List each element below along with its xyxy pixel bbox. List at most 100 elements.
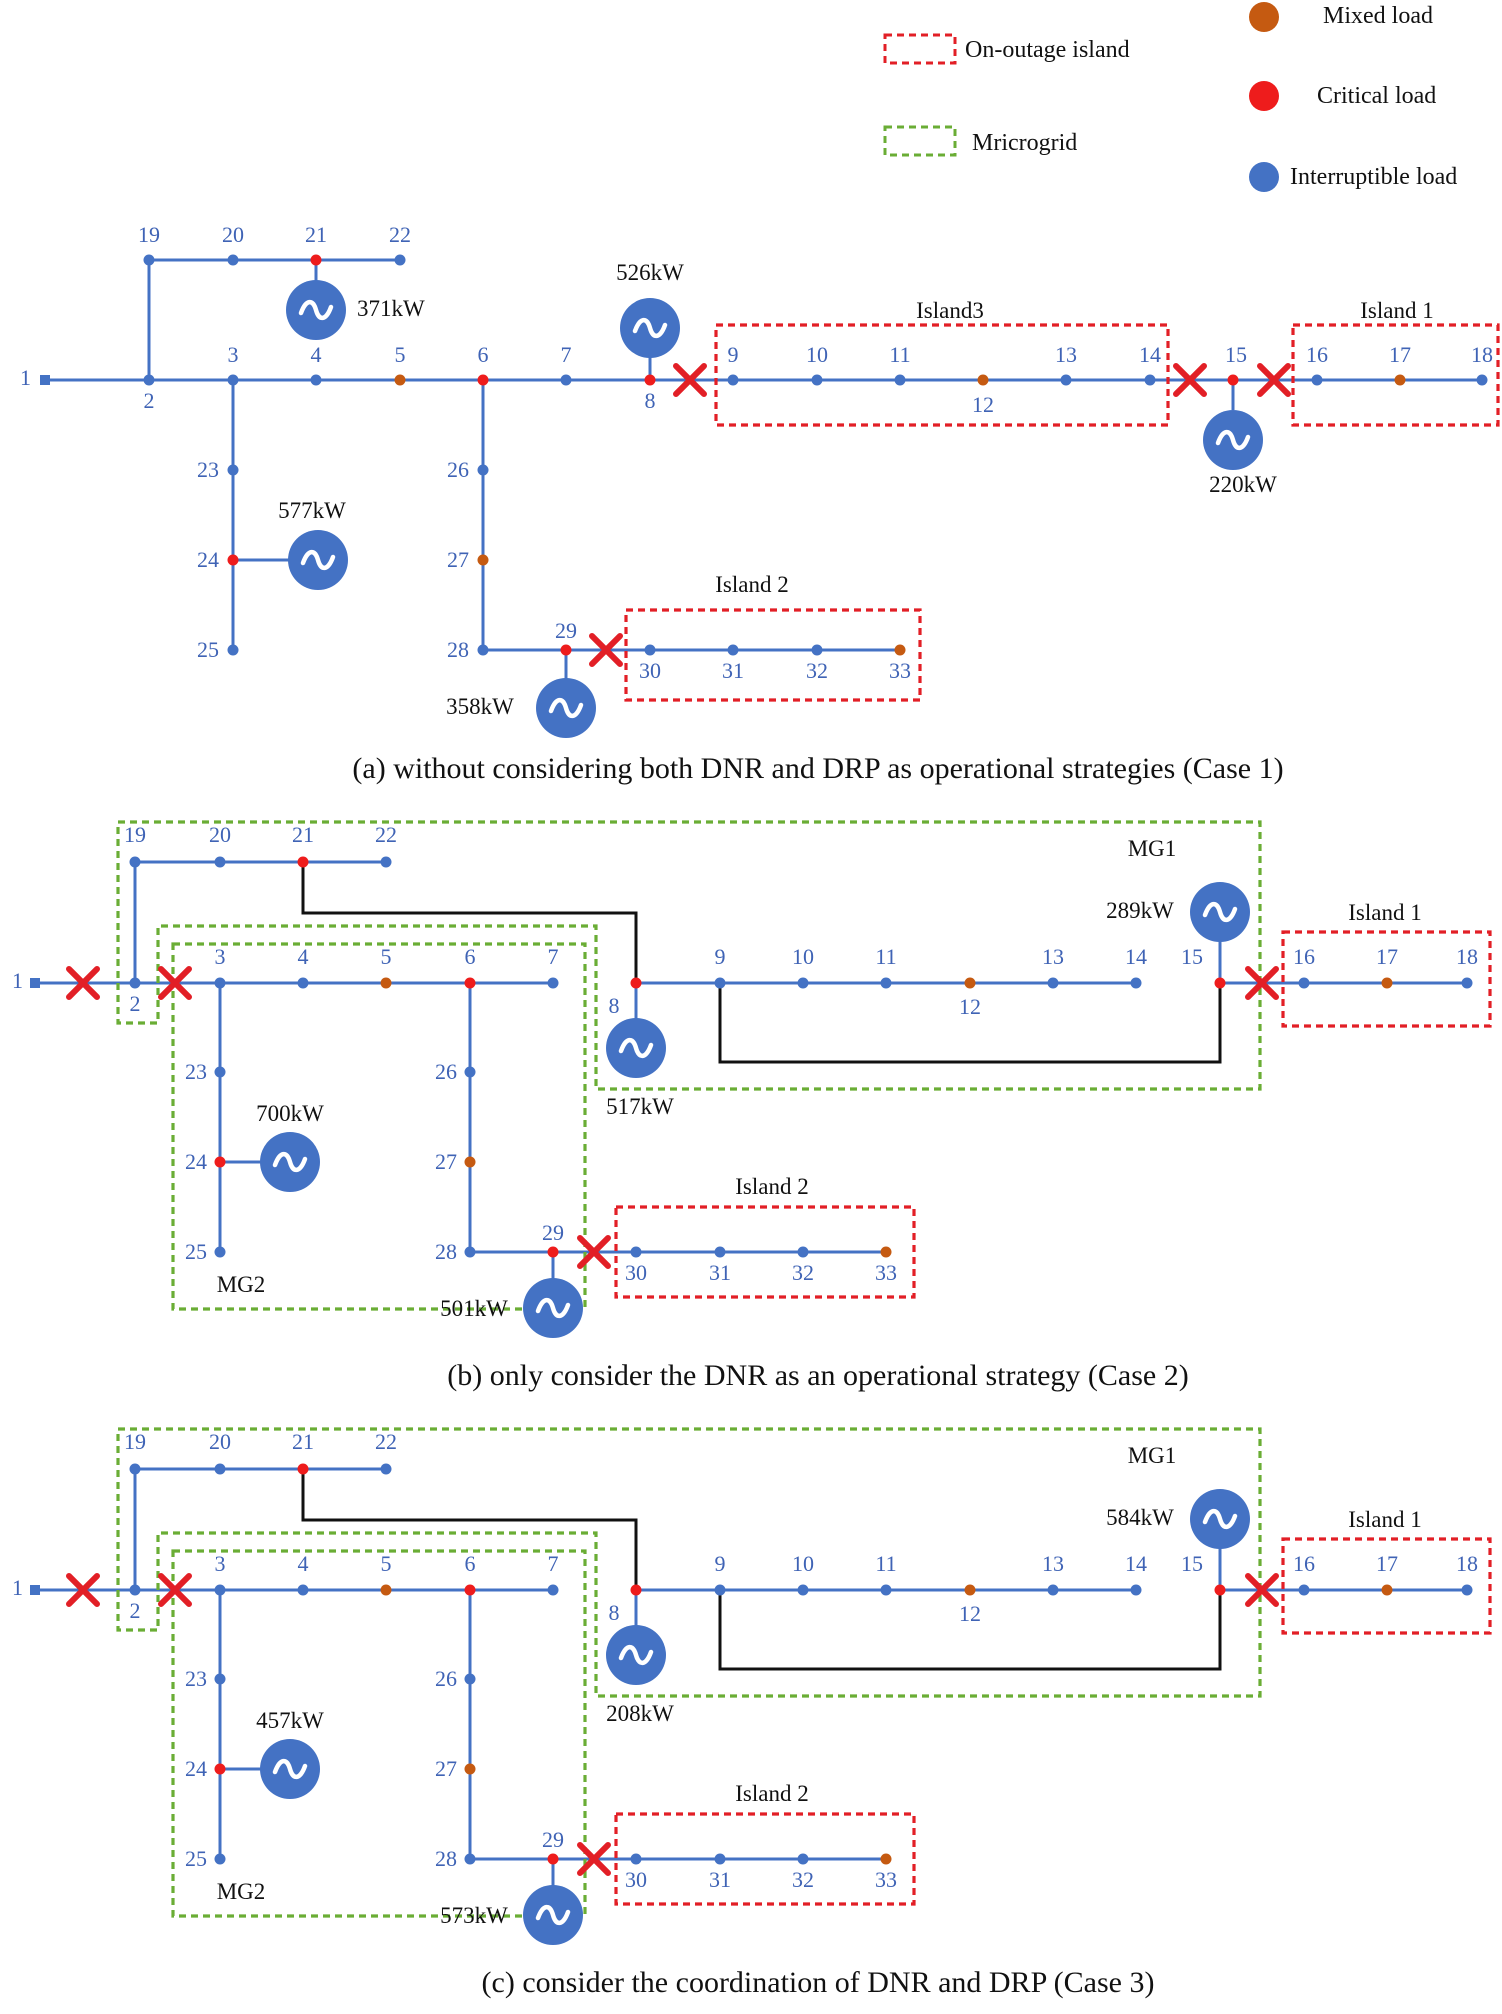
bus-4-node (297, 1584, 309, 1596)
sine-wave-icon (298, 299, 334, 321)
bus-24-node (227, 554, 239, 566)
bus-28-label: 28 (447, 637, 469, 662)
bus-1-label: 1 (12, 1575, 23, 1600)
sine-wave-icon (1202, 901, 1238, 923)
bus-29-node (547, 1853, 559, 1865)
bus-31-label: 31 (709, 1260, 731, 1285)
bus-31-node (727, 644, 739, 656)
bus-18-label: 18 (1471, 342, 1493, 367)
bus-19-node (129, 1463, 141, 1475)
bus-1-label: 1 (12, 968, 23, 993)
legend-critical-dot (1249, 81, 1279, 111)
bus-9-label: 9 (715, 1551, 726, 1576)
bus-7-label: 7 (561, 342, 572, 367)
legend-microgrid-swatch (883, 125, 957, 157)
bus-13-label: 13 (1055, 342, 1077, 367)
bus-16-label: 16 (1293, 944, 1315, 969)
generator-bus-24 (288, 530, 348, 590)
gen-label-24: 700kW (256, 1101, 324, 1126)
bus-4-label: 4 (298, 1551, 309, 1576)
legend-critical-label: Critical load (1317, 83, 1436, 109)
bus-31-label: 31 (709, 1867, 731, 1892)
bus-16-label: 16 (1306, 342, 1328, 367)
bus-19-label: 19 (124, 822, 146, 847)
bus-12-label: 12 (972, 392, 994, 417)
bus-21-label: 21 (305, 222, 327, 247)
bus-10-node (797, 1584, 809, 1596)
legend-mixed-label: Mixed load (1323, 3, 1433, 29)
bus-13-node (1060, 374, 1072, 386)
bus-16-node (1298, 977, 1310, 989)
bus-26-label: 26 (435, 1666, 457, 1691)
bus-21-label: 21 (292, 822, 314, 847)
gen-label-24: 577kW (278, 498, 346, 523)
bus-17-node (1381, 1584, 1393, 1596)
bus-27-label: 27 (435, 1756, 457, 1781)
bus-19-node (143, 254, 155, 266)
bus-27-node (464, 1763, 476, 1775)
gen-label-29: 573kW (440, 1903, 508, 1928)
bus-19-label: 19 (138, 222, 160, 247)
bus-23-label: 23 (185, 1059, 207, 1084)
bus-7-node (547, 977, 559, 989)
bus-23-node (214, 1066, 226, 1078)
island-1-box (1281, 1537, 1492, 1635)
bus-9-node (714, 1584, 726, 1596)
bus-9-label: 9 (728, 342, 739, 367)
bus-1-source (30, 978, 40, 988)
sine-wave-icon (1215, 429, 1251, 451)
microgrid-1-label: MG1 (1128, 836, 1177, 861)
bus-14-label: 14 (1139, 342, 1161, 367)
switch-open-29-30 (577, 1235, 611, 1269)
sine-wave-icon (548, 697, 584, 719)
bus-18-label: 18 (1456, 944, 1478, 969)
bus-8-label: 8 (609, 993, 620, 1018)
bus-22-label: 22 (375, 822, 397, 847)
microgrid-2-box (171, 1549, 587, 1918)
bus-3-label: 3 (228, 342, 239, 367)
bus-26-label: 26 (447, 457, 469, 482)
bus-30-node (644, 644, 656, 656)
feeder-19-22 (133, 860, 386, 983)
generator-bus-24 (260, 1132, 320, 1192)
bus-32-label: 32 (792, 1867, 814, 1892)
bus-6-label: 6 (465, 1551, 476, 1576)
bus-17-label: 17 (1389, 342, 1411, 367)
bus-3-label: 3 (215, 1551, 226, 1576)
bus-16-node (1298, 1584, 1310, 1596)
bus-9-node (727, 374, 739, 386)
sine-wave-icon (535, 1904, 571, 1926)
tie-line-9-15 (718, 1590, 1222, 1671)
bus-25-node (214, 1246, 226, 1258)
bus-5-label: 5 (395, 342, 406, 367)
bus-25-label: 25 (185, 1239, 207, 1264)
bus-8-node (630, 977, 642, 989)
generator-bus-24 (260, 1739, 320, 1799)
bus-1-label: 1 (20, 365, 31, 390)
gen-label-24: 457kW (256, 1708, 324, 1733)
switch-open-15-16 (1257, 363, 1291, 397)
bus-25-label: 25 (197, 637, 219, 662)
bus-22-node (394, 254, 406, 266)
bus-15-node (1214, 977, 1226, 989)
bus-8-label: 8 (609, 1600, 620, 1625)
legend-microgrid-label: Mricrogrid (972, 130, 1077, 156)
gen-label-15: 220kW (1209, 472, 1277, 497)
bus-12-node (977, 374, 989, 386)
bus-11-node (880, 977, 892, 989)
microgrid-2-label: MG2 (217, 1272, 266, 1297)
bus-20-label: 20 (209, 1429, 231, 1454)
bus-32-node (797, 1853, 809, 1865)
bus-8-node (630, 1584, 642, 1596)
island-1-label: Island 1 (1360, 298, 1433, 323)
bus-2-label: 2 (130, 1598, 141, 1623)
caption-case-2: (b) only consider the DNR as an operatio… (447, 1359, 1188, 1392)
bus-21-node (297, 856, 309, 868)
bus-33-label: 33 (875, 1260, 897, 1285)
feeder-26-33 (468, 1590, 886, 1861)
tie-line-9-15 (718, 983, 1222, 1064)
bus-7-node (560, 374, 572, 386)
